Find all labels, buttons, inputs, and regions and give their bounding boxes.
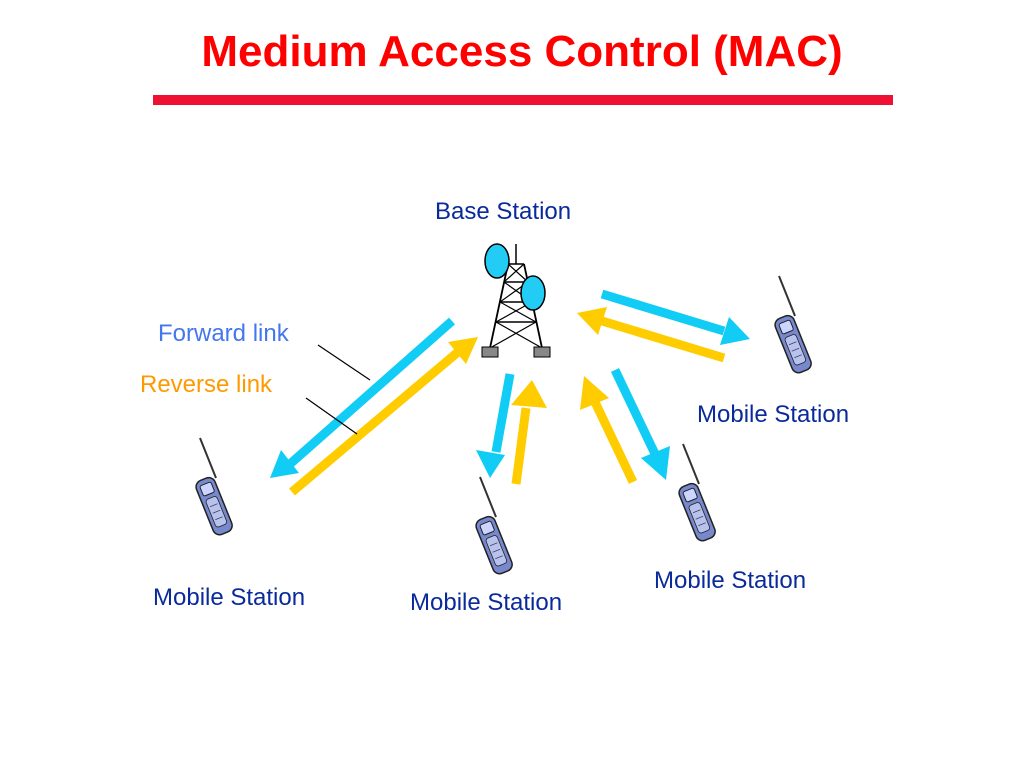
base-station-label: Base Station — [435, 198, 572, 225]
reverse-link-arrow — [511, 407, 531, 485]
forward-link-arrow — [491, 373, 515, 453]
link-pair-left — [270, 317, 478, 496]
forward-link-arrowhead — [641, 446, 670, 480]
mobile-station-label: Mobile Station — [654, 567, 807, 594]
reverse-link-label: Reverse link — [140, 371, 273, 398]
mobile-phone-icon — [192, 437, 236, 538]
forward-link-arrow — [287, 317, 455, 468]
slide-title: Medium Access Control (MAC) — [201, 27, 843, 76]
antenna-dish-icon — [484, 243, 510, 279]
mobile-phone-icon — [472, 476, 516, 577]
antenna-dish-icon — [520, 275, 546, 311]
reverse-link-arrow — [289, 348, 461, 496]
mobile-station-label: Mobile Station — [153, 584, 306, 611]
forward-link-arrowhead — [476, 450, 505, 478]
link-pair-right — [577, 289, 750, 363]
forward-link-arrowhead — [720, 317, 750, 345]
mobile-phone-icon — [675, 443, 719, 544]
forward-link-arrowhead — [270, 450, 299, 478]
mobile-station-label: Mobile Station — [410, 589, 563, 616]
reverse-link-arrowhead — [577, 307, 607, 335]
reverse-link-arrowhead — [448, 337, 478, 364]
reverse-link-arrow — [600, 316, 726, 363]
reverse-link-leader — [305, 397, 358, 435]
mobile-phone-icon — [771, 275, 815, 376]
forward-link-arrow — [600, 289, 726, 336]
link-pair-middle-left — [476, 373, 547, 485]
title-underline — [153, 95, 893, 105]
cell-tower-icon — [481, 243, 551, 358]
forward-link-leader — [317, 344, 371, 381]
forward-link-label: Forward link — [158, 320, 289, 347]
mobile-station-label: Mobile Station — [697, 401, 850, 428]
reverse-link-arrowhead — [580, 376, 609, 410]
reverse-link-arrowhead — [511, 380, 547, 408]
reverse-link-arrow — [589, 398, 638, 484]
link-pair-middle-right — [580, 368, 670, 484]
forward-link-arrow — [610, 368, 661, 458]
